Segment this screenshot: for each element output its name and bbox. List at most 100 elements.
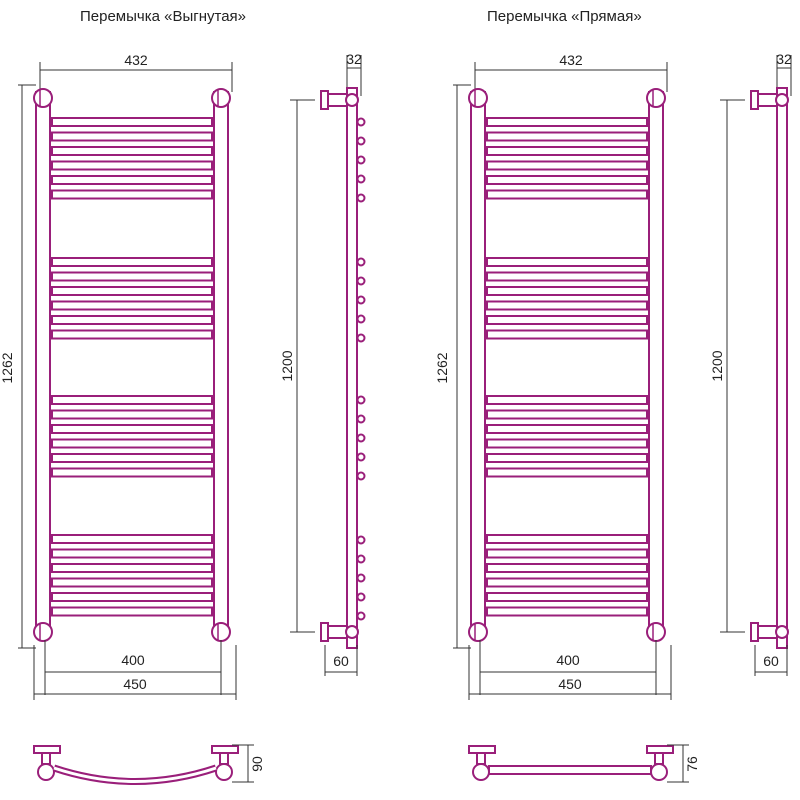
bottom-stem-left: [476, 752, 486, 765]
rung-end: [356, 295, 366, 305]
dim-label-top-width: 432: [124, 52, 148, 68]
dim-label-side-bottom: 60: [333, 653, 349, 669]
bottom-end-left: [37, 763, 55, 781]
rung: [51, 563, 213, 573]
side-flange: [320, 90, 329, 110]
end-cap: [33, 88, 53, 108]
rung: [51, 467, 213, 478]
rung-end: [356, 573, 366, 583]
rung: [51, 131, 213, 142]
rung: [51, 315, 213, 325]
side-end: [345, 93, 359, 107]
rung: [486, 424, 648, 434]
rung: [51, 592, 213, 602]
bottom-stem-left: [41, 752, 51, 765]
bottom-bracket-right: [646, 745, 674, 754]
rung-end: [356, 155, 366, 165]
rung: [486, 131, 648, 142]
rung: [51, 409, 213, 420]
rung: [486, 300, 648, 311]
rung: [486, 257, 648, 267]
rung: [51, 160, 213, 171]
rung: [486, 534, 648, 544]
rung: [486, 175, 648, 185]
rung: [486, 160, 648, 171]
bottom-bracket-left: [33, 745, 61, 754]
dim-label-center-distance: 1200: [279, 350, 295, 381]
rung: [486, 592, 648, 602]
title-straight-bridge: Перемычка «Прямая»: [487, 8, 642, 25]
rung: [51, 117, 213, 127]
rung: [51, 577, 213, 588]
side-flange: [750, 622, 759, 642]
bottom-end-right: [650, 763, 668, 781]
rung-end: [356, 257, 366, 267]
dim-label-side-top: 32: [776, 51, 792, 67]
rung: [486, 453, 648, 463]
bottom-bracket-right: [211, 745, 239, 754]
rail-left: [470, 91, 486, 638]
rung: [51, 424, 213, 434]
side-connector: [756, 93, 778, 107]
rung: [486, 117, 648, 127]
rung-end: [356, 611, 366, 621]
side-rail: [776, 87, 788, 649]
rung-end: [356, 535, 366, 545]
rung-end: [356, 193, 366, 203]
rung: [51, 453, 213, 463]
rung: [486, 146, 648, 156]
rung: [486, 315, 648, 325]
rung: [486, 606, 648, 617]
bottom-end-right: [215, 763, 233, 781]
bottom-stem-right: [219, 752, 229, 765]
rung: [486, 329, 648, 340]
rung: [486, 577, 648, 588]
rung-end: [356, 174, 366, 184]
rung-end: [356, 414, 366, 424]
rung: [51, 329, 213, 340]
side-end: [775, 93, 789, 107]
rung: [51, 286, 213, 296]
side-connector: [756, 625, 778, 639]
bottom-bracket-left: [468, 745, 496, 754]
rung: [51, 189, 213, 200]
rung: [51, 548, 213, 559]
end-cap: [646, 622, 666, 642]
rung: [51, 606, 213, 617]
dim-label-height: 1262: [0, 352, 15, 383]
rung: [51, 257, 213, 267]
side-flange: [750, 90, 759, 110]
side-end: [345, 625, 359, 639]
side-rail: [346, 87, 358, 649]
end-cap: [33, 622, 53, 642]
dim-label-depth: 90: [249, 756, 265, 772]
rung: [486, 409, 648, 420]
bottom-bridge-straight: [488, 765, 652, 775]
rung: [486, 271, 648, 282]
rail-right: [213, 91, 229, 638]
rung: [486, 467, 648, 478]
rung: [51, 395, 213, 405]
end-cap: [646, 88, 666, 108]
dim-label-depth: 76: [684, 756, 700, 772]
rung-end: [356, 314, 366, 324]
side-connector: [326, 93, 348, 107]
dim-label-outer-width: 450: [558, 676, 582, 692]
bottom-stem-right: [654, 752, 664, 765]
title-curved-bridge: Перемычка «Выгнутая»: [80, 8, 247, 25]
rung-end: [356, 136, 366, 146]
rung-end: [356, 592, 366, 602]
rung: [486, 438, 648, 449]
rail-left: [35, 91, 51, 638]
rung: [51, 175, 213, 185]
dim-label-outer-width: 450: [123, 676, 147, 692]
rung: [51, 146, 213, 156]
rung-end: [356, 395, 366, 405]
rung-end: [356, 276, 366, 286]
dim-label-center-distance: 1200: [709, 350, 725, 381]
rung: [486, 395, 648, 405]
rung: [51, 534, 213, 544]
rung: [51, 271, 213, 282]
